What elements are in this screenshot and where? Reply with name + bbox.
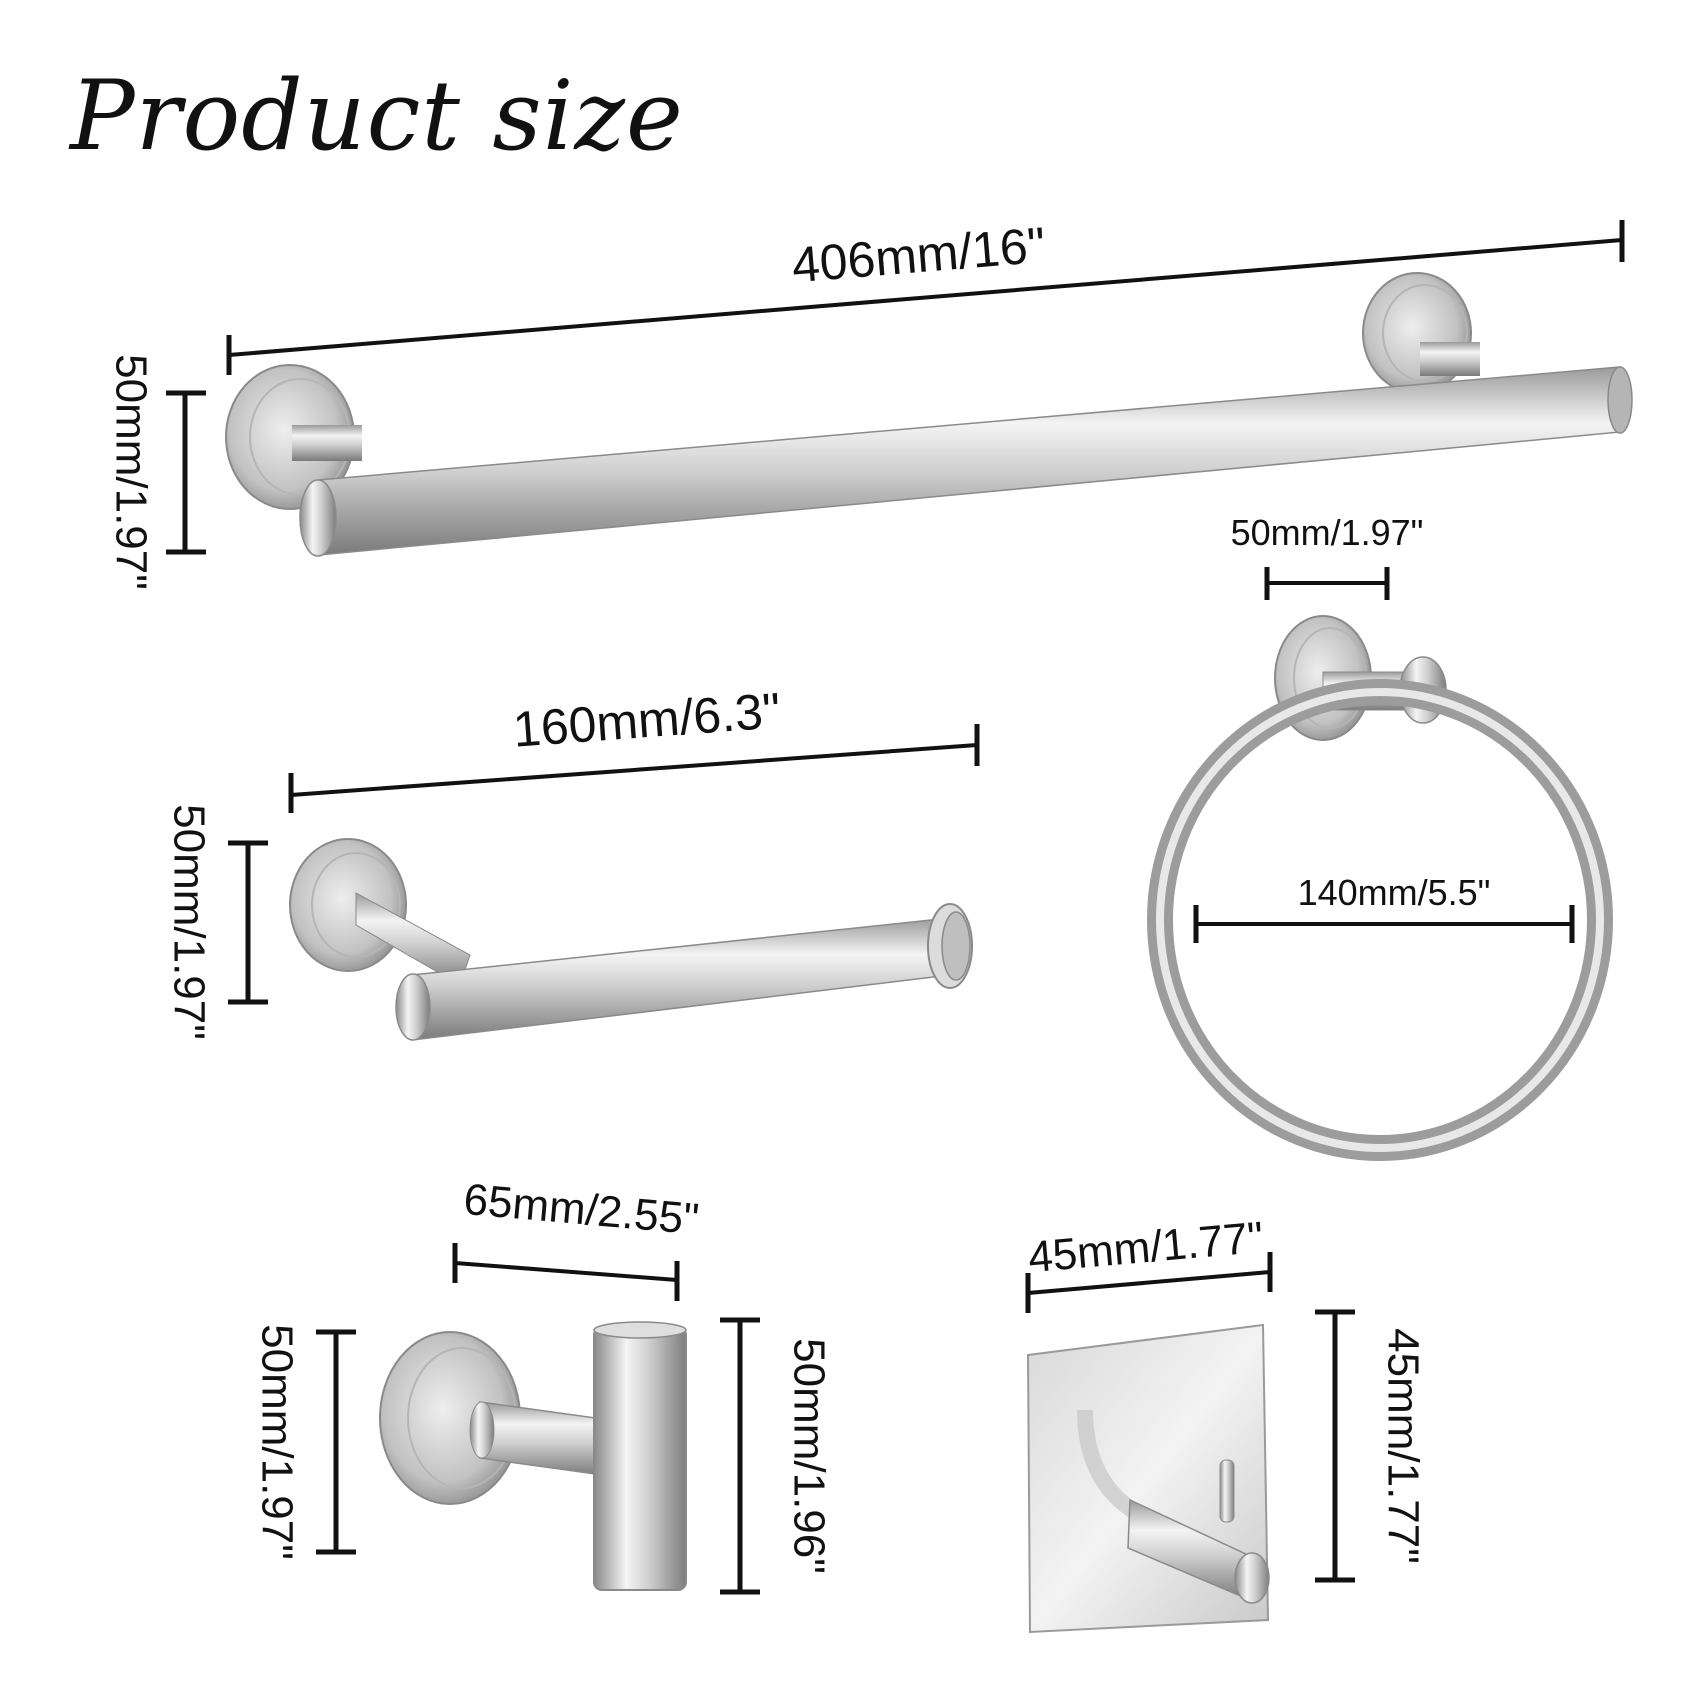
towel-bar-right-mount bbox=[1362, 272, 1480, 394]
adhesive-hook-width-label: 45mm/1.77" bbox=[1026, 1213, 1265, 1282]
adhesive-hook-height-label: 45mm/1.77" bbox=[1378, 1328, 1427, 1564]
towel-bar-width-label: 406mm/16" bbox=[790, 217, 1048, 294]
paper-holder-rod bbox=[411, 917, 951, 1041]
towel-bar-left-mount bbox=[225, 364, 362, 510]
paper-holder-width-label: 160mm/6.3" bbox=[511, 682, 782, 757]
adhesive-hook-width-dimension: 45mm/1.77" bbox=[1025, 1213, 1273, 1313]
page-title: Product size bbox=[70, 60, 684, 172]
adhesive-hook-height-dimension: 45mm/1.77" bbox=[1315, 1309, 1427, 1583]
robe-hook-post-height-dimension: 50mm/1.96" bbox=[720, 1317, 833, 1595]
paper-holder-height-dimension: 50mm/1.97" bbox=[164, 804, 268, 1040]
adhesive-hook: 45mm/1.77" 45mm/1.77" bbox=[1025, 1213, 1427, 1634]
toilet-paper-holder: 160mm/6.3" 50mm/1.97" bbox=[164, 682, 980, 1041]
towel-bar-rod bbox=[317, 366, 1621, 556]
towel-ring-base-label: 50mm/1.97" bbox=[1231, 512, 1424, 553]
robe-hook-post bbox=[593, 1321, 687, 1591]
robe-hook-base-height-label: 50mm/1.97" bbox=[252, 1324, 301, 1560]
paper-holder-mount bbox=[289, 838, 471, 986]
towel-ring-base-dimension: 50mm/1.97" bbox=[1231, 512, 1424, 600]
towel-ring-diameter-dimension: 140mm/5.5" bbox=[1193, 872, 1575, 943]
towel-bar-height-dimension: 50mm/1.97" bbox=[106, 354, 206, 590]
robe-hook-width-label: 65mm/2.55" bbox=[462, 1175, 701, 1244]
towel-ring-diameter-label: 140mm/5.5" bbox=[1298, 872, 1491, 913]
towel-bar-height-label: 50mm/1.97" bbox=[106, 354, 155, 590]
paper-holder-width-dimension: 160mm/6.3" bbox=[288, 682, 980, 813]
adhesive-hook-pin bbox=[1219, 1459, 1235, 1523]
robe-hook-base-height-dimension: 50mm/1.97" bbox=[252, 1324, 356, 1560]
paper-holder-end-cap bbox=[927, 903, 973, 989]
towel-ring: 50mm/1.97" 140mm/5.5" bbox=[1147, 512, 1613, 1161]
robe-hook-post-height-label: 50mm/1.96" bbox=[784, 1338, 833, 1574]
robe-hook: 65mm/2.55" 50mm/1.97" 50mm/1.96" bbox=[252, 1175, 833, 1595]
paper-holder-height-label: 50mm/1.97" bbox=[164, 804, 213, 1040]
robe-hook-width-dimension: 65mm/2.55" bbox=[452, 1175, 701, 1301]
